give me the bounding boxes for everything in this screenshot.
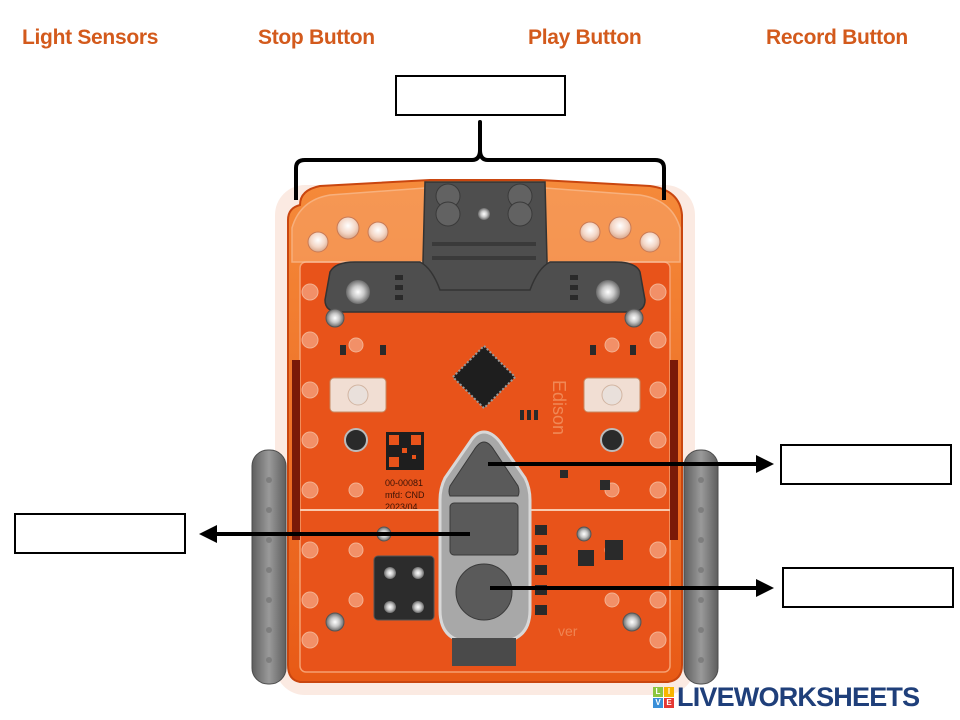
screw xyxy=(576,526,592,542)
answer-input-left-middle[interactable] xyxy=(16,515,184,552)
word-bank-light-sensors[interactable]: Light Sensors xyxy=(22,26,159,49)
logo-wordmark: LIVEWORKSHEETS xyxy=(677,681,920,712)
record-button[interactable] xyxy=(448,441,520,497)
screw xyxy=(325,308,345,328)
logo-tile: L xyxy=(653,686,663,697)
qr-code xyxy=(386,432,424,470)
word-bank-record-button[interactable]: Record Button xyxy=(766,26,908,49)
board-mfd: mfd: CND xyxy=(385,490,425,500)
play-button[interactable] xyxy=(449,502,519,556)
answer-box-right-lower[interactable] xyxy=(782,567,954,608)
button-housing-tab xyxy=(452,638,516,666)
left-sound-sensor xyxy=(344,428,368,452)
answer-input-right-upper[interactable] xyxy=(782,446,950,483)
board-stud-holes xyxy=(301,283,667,649)
board-serial: 00-00081 xyxy=(385,478,423,488)
board-date: 2023/04 xyxy=(385,502,418,512)
ir-sensor-pin xyxy=(384,567,396,579)
word-bank-play-button[interactable]: Play Button xyxy=(528,26,642,49)
ir-sensor-module xyxy=(373,555,435,621)
word-bank-stop-button[interactable]: Stop Button xyxy=(258,26,375,49)
answer-input-right-lower[interactable] xyxy=(784,569,952,606)
right-light-sensors xyxy=(579,216,661,253)
logo-tile: I xyxy=(664,686,674,697)
arrow-to-left-middle xyxy=(199,525,470,543)
version-marking: ver xyxy=(558,623,578,639)
clip-holes xyxy=(435,183,533,227)
screw xyxy=(622,612,642,632)
ir-sensor-pin xyxy=(412,567,424,579)
arrow-to-right-upper xyxy=(488,455,774,473)
clip-groove xyxy=(432,256,536,260)
left-side-strip xyxy=(292,360,300,540)
logo-tile: E xyxy=(664,697,674,708)
right-line-sensor-lens xyxy=(601,384,623,406)
edison-board-logo: Edison xyxy=(549,380,569,435)
screw xyxy=(624,308,644,328)
left-line-sensor-lens xyxy=(347,384,369,406)
logo-tiles-icon: L I V E xyxy=(653,686,674,708)
answer-box-top[interactable] xyxy=(395,75,566,116)
right-side-strip xyxy=(670,360,678,540)
right-sound-sensor xyxy=(600,428,624,452)
screw xyxy=(325,612,345,632)
wing-bolt-right xyxy=(596,280,620,304)
smd-components xyxy=(340,275,636,615)
stop-button[interactable] xyxy=(455,563,513,621)
clip-groove xyxy=(432,242,536,246)
answer-box-right-upper[interactable] xyxy=(780,444,952,485)
logo-tile: V xyxy=(653,697,663,708)
ir-sensor-pin xyxy=(384,601,396,613)
microcontroller-chip xyxy=(451,344,517,410)
answer-input-top[interactable] xyxy=(397,77,564,114)
wing-bolt-left xyxy=(346,280,370,304)
clip-screw xyxy=(478,208,490,220)
answer-box-left-middle[interactable] xyxy=(14,513,186,554)
ir-sensor-pin xyxy=(412,601,424,613)
sensor-bracket xyxy=(294,120,666,200)
liveworksheets-logo: L I V E LIVEWORKSHEETS xyxy=(653,681,920,712)
arrow-to-right-lower xyxy=(490,579,774,597)
wheel-treads xyxy=(266,477,704,663)
left-light-sensors xyxy=(307,216,389,253)
